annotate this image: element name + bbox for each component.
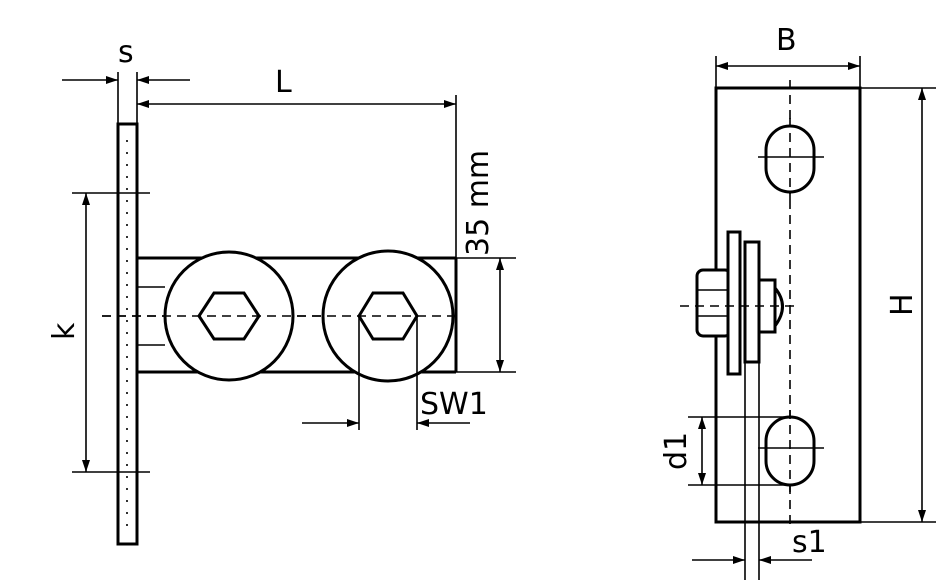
label-k: k	[47, 322, 82, 340]
label-l: L	[275, 65, 292, 100]
slot-upper	[758, 118, 824, 200]
dimension-sw1	[302, 316, 470, 430]
dimension-k	[72, 192, 150, 473]
front-view: B H d1 s1	[659, 23, 936, 580]
label-h: H	[885, 293, 920, 316]
dimension-35mm	[456, 257, 516, 373]
label-35mm: 35 mm	[461, 150, 496, 256]
dimension-s1	[692, 362, 812, 580]
dimension-s	[62, 72, 190, 124]
dimension-d1	[688, 416, 790, 486]
label-s1: s1	[792, 525, 827, 560]
label-s: s	[118, 35, 134, 70]
label-sw1: SW1	[420, 387, 488, 422]
clamp-side	[680, 230, 800, 376]
dimension-b	[715, 56, 861, 88]
side-view: s L 35 mm k SW1	[47, 35, 516, 546]
dimension-l	[137, 95, 457, 258]
dimension-h	[860, 87, 936, 523]
label-b: B	[776, 23, 797, 58]
label-d1: d1	[659, 432, 694, 470]
